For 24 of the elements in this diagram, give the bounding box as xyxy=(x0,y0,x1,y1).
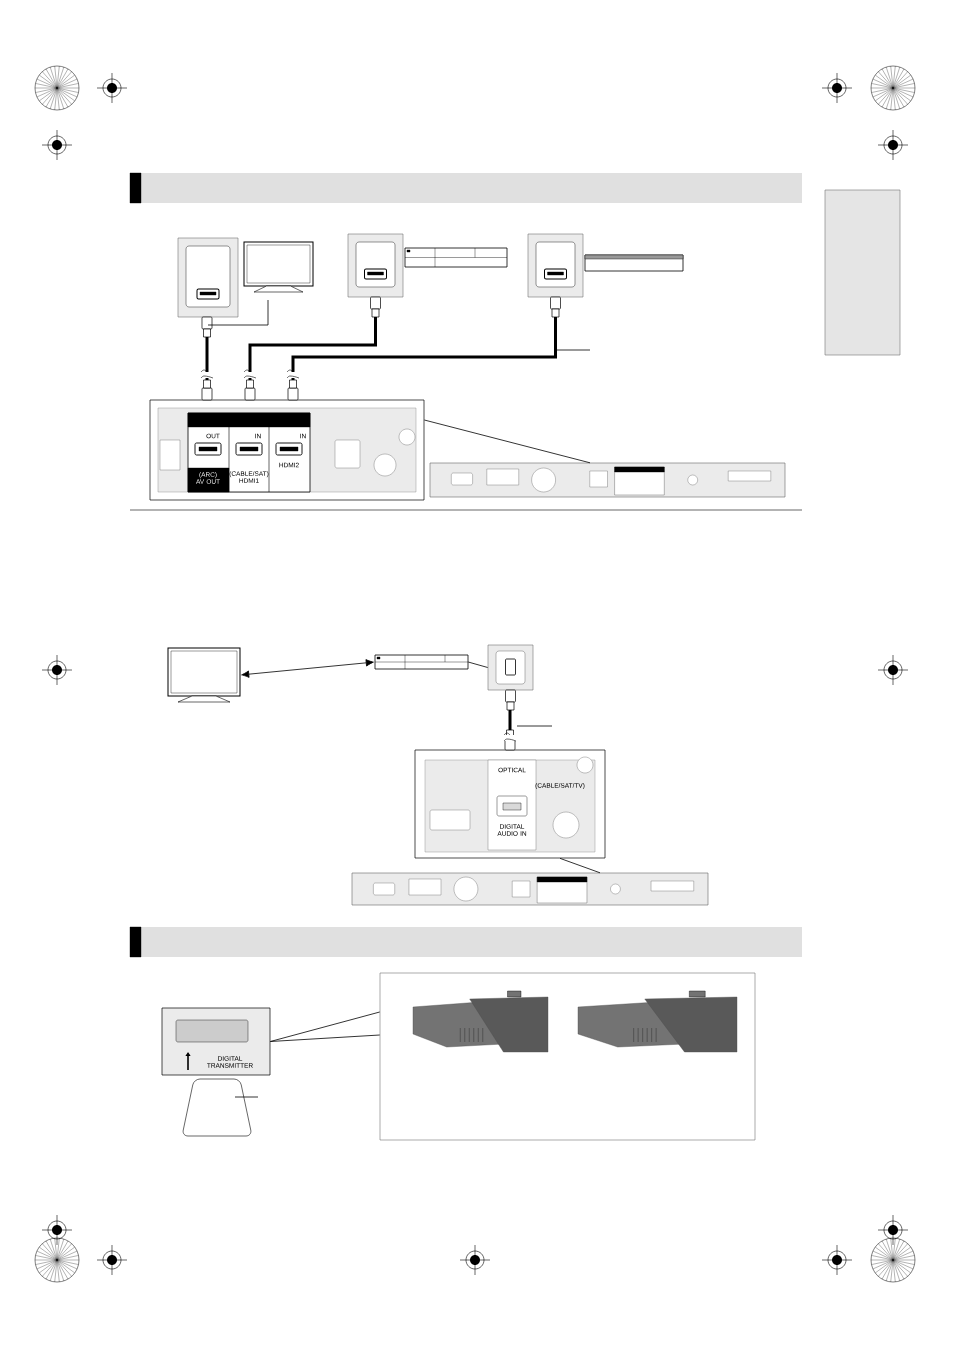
recorder-drawing xyxy=(404,247,508,268)
zoom-line xyxy=(423,419,591,464)
main-unit-rear-drawing xyxy=(429,462,786,498)
main-unit-rear-drawing xyxy=(351,872,709,906)
cable xyxy=(200,316,214,401)
tv-drawing xyxy=(167,647,241,703)
zoom-line xyxy=(269,1011,381,1042)
transmitter-drawing xyxy=(182,1078,252,1137)
zoom-line xyxy=(467,661,489,668)
transmitter-drawing xyxy=(577,990,738,1053)
tv-drawing xyxy=(243,241,314,293)
cable xyxy=(286,296,561,401)
cable xyxy=(503,689,517,751)
hdmi-port-inset xyxy=(527,233,584,298)
side-tab xyxy=(824,189,901,356)
cable xyxy=(243,296,381,401)
set-top-box-drawing xyxy=(584,254,684,272)
recorder-drawing xyxy=(374,654,469,670)
double-arrow xyxy=(241,659,374,678)
optical-port-inset xyxy=(487,644,534,691)
leader-line xyxy=(234,1096,259,1098)
hdmi-port-inset xyxy=(177,237,239,318)
transmitter-drawing xyxy=(412,990,549,1053)
hdmi-port-inset xyxy=(347,233,404,298)
